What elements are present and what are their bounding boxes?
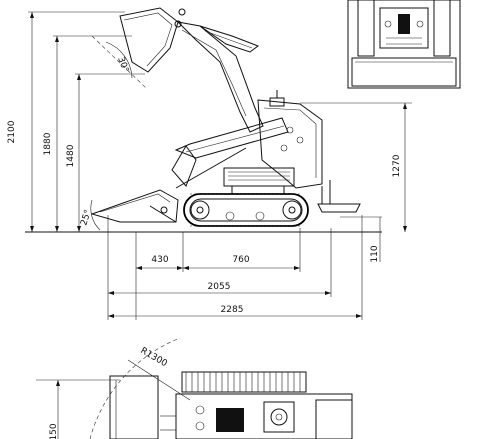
front-track-right	[433, 0, 451, 57]
dim-760: 760	[232, 255, 249, 265]
radius-leader	[127, 359, 191, 401]
side-view: 2100 1880 1480 1270 110 430 760 2055 228…	[7, 7, 412, 320]
raised-bucket	[119, 7, 186, 73]
front-grille	[398, 14, 410, 34]
turn-radius-arc	[89, 337, 181, 439]
dim-angle-25: 25°	[79, 209, 93, 227]
top-control-panel	[263, 401, 295, 433]
top-engine-grille	[216, 408, 244, 432]
front-body	[379, 7, 429, 49]
front-track-left	[357, 0, 375, 57]
top-bucket	[109, 375, 159, 439]
top-track	[181, 371, 307, 393]
angle-arc-30	[105, 41, 133, 79]
dim-2055: 2055	[208, 282, 231, 292]
rear-step	[317, 180, 361, 213]
dim-110: 110	[370, 245, 380, 262]
dim-150: 150	[49, 423, 59, 439]
dim-r1300: R1300	[139, 346, 169, 369]
dim-1880: 1880	[43, 132, 53, 155]
top-rear-step	[315, 399, 353, 439]
dim-2285: 2285	[221, 305, 244, 315]
machine-body	[223, 90, 323, 195]
angle-arc-25	[90, 199, 101, 231]
track	[183, 193, 309, 227]
dim-1270: 1270	[392, 154, 402, 177]
lowered-boom	[171, 117, 289, 189]
dim-2100: 2100	[7, 120, 17, 143]
dim-1480: 1480	[66, 144, 76, 167]
front-bucket	[351, 57, 457, 87]
top-track-treads	[185, 372, 301, 392]
top-view: R1300 150	[36, 337, 353, 439]
front-view	[347, 0, 461, 89]
lowered-bucket	[90, 189, 179, 223]
raised-boom	[176, 21, 264, 133]
dim-430: 430	[151, 255, 168, 265]
angle-ref-30	[91, 35, 147, 89]
front-frame	[347, 0, 461, 89]
dim-angle-30: 30°	[115, 56, 130, 74]
